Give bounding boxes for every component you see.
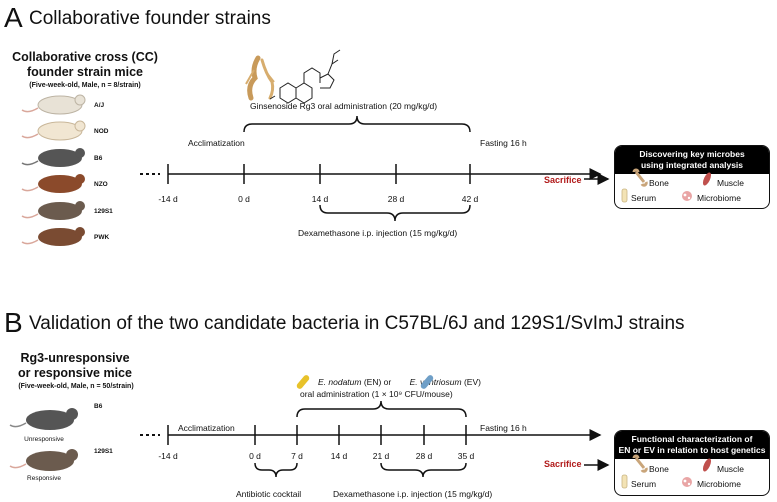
panel-b-tick-28: 28 d: [415, 451, 433, 461]
en-bacteria-icon: [296, 375, 310, 389]
panel-a-outcome-head: Discovering key microbes using integrate…: [615, 146, 769, 174]
panel-b-tick-7: 7 d: [291, 451, 303, 461]
panel-a-injection: Dexamethasone i.p. injection (15 mg/kg/d…: [298, 228, 458, 238]
panel-a-treatment: Ginsenoside Rg3 oral administration (20 …: [250, 101, 438, 111]
panel-b-group-title: Rg3-unresponsive or responsive mice: [18, 351, 132, 380]
panel-a-group-title: Collaborative cross (CC) founder strain …: [12, 50, 158, 79]
mouse-label-nzo: NZO: [94, 181, 108, 188]
mouse-label-nod: NOD: [94, 128, 109, 135]
mouse-b6-icon: [21, 148, 85, 167]
mouse-129s1-icon: [21, 201, 85, 220]
panel-a-tick-14: 14 d: [311, 194, 329, 204]
panel-a-letter: A: [4, 2, 23, 33]
panel-b-injection: Dexamethasone i.p. injection (15 mg/kg/d…: [333, 489, 493, 499]
panel-b-tick-0: 0 d: [249, 451, 261, 461]
panel-b-outcome-box: Functional characterization of EN or EV …: [614, 430, 770, 496]
panel-a-timeline: [140, 115, 602, 222]
mouse-label-129s1: 129S1: [94, 208, 113, 215]
panel-a-title: Collaborative founder strains: [29, 8, 271, 29]
panel-a-tick-42: 42 d: [461, 194, 479, 204]
mouse-nod-icon: [21, 120, 86, 141]
panel-b-muscle-label: Muscle: [717, 464, 744, 474]
panel-a-sacrifice: Sacrifice: [544, 175, 582, 185]
panel-b-fasting: Fasting 16 h: [480, 423, 527, 433]
panel-b-tick-35: 35 d: [457, 451, 475, 461]
panel-a-tick-0: 0 d: [238, 194, 250, 204]
panel-b-serum-label: Serum: [631, 479, 657, 489]
mouse-129s1-b-icon: [9, 449, 78, 471]
mouse-nzo-icon: [21, 174, 85, 193]
panel-b-timeline: [140, 400, 602, 478]
panel-a-fasting: Fasting 16 h: [480, 138, 527, 148]
mouse-label-b6: B6: [94, 155, 103, 162]
mouse-label-pwk: PWK: [94, 234, 110, 241]
ginseng-root-icon: [245, 55, 275, 101]
mouse-label-aj: A/J: [94, 102, 105, 109]
mouse-pwk-icon: [21, 227, 85, 246]
panel-b-bone-label: Bone: [649, 464, 669, 474]
panel-b-tick-21: 21 d: [372, 451, 390, 461]
panel-a-microbiome-label: Microbiome: [697, 193, 741, 203]
panel-b-treatment-line2: oral administration (1 × 10⁹ CFU/mouse): [300, 389, 453, 399]
panel-b-microbiome-label: Microbiome: [697, 479, 741, 489]
panel-b-letter: B: [4, 307, 23, 338]
en-abbr: (EN) or: [361, 377, 394, 387]
mouse-label-b6-b: B6: [94, 403, 103, 410]
mouse-caption-responsive: Responsive: [27, 475, 61, 482]
panel-a-muscle-label: Muscle: [717, 178, 744, 188]
panel-a-outcome-box: Discovering key microbes using integrate…: [614, 145, 770, 209]
panel-a-serum-label: Serum: [631, 193, 657, 203]
mouse-aj-icon: [21, 94, 86, 115]
panel-b-sacrifice: Sacrifice: [544, 459, 582, 469]
mouse-caption-unresponsive: Unresponsive: [24, 436, 64, 443]
panel-b-tick-14: 14 d: [330, 451, 348, 461]
panel-a-bone-label: Bone: [649, 178, 669, 188]
mice-group-a: [21, 94, 86, 246]
panel-b-acclimatization: Acclimatization: [178, 423, 235, 433]
panel-b-outcome-head: Functional characterization of EN or EV …: [615, 431, 769, 459]
en-name: E. nodatum: [318, 377, 362, 387]
panel-a-tick-28: 28 d: [387, 194, 405, 204]
panel-b-group-subtitle: (Five-week-old, Male, n = 50/strain): [18, 383, 134, 390]
mouse-b6-b-icon: [9, 408, 78, 430]
ev-name: E. ventriosum: [409, 377, 462, 387]
panel-a-group-subtitle: (Five-week-old, Male, n = 8/strain): [29, 82, 141, 89]
panel-b-tick-m14: -14 d: [158, 451, 178, 461]
panel-b-antibiotic: Antibiotic cocktail: [236, 489, 302, 499]
panel-b-title: Validation of the two candidate bacteria…: [29, 313, 685, 334]
panel-a-acclimatization: Acclimatization: [188, 138, 245, 148]
panel-a-tick-m14: -14 d: [158, 194, 178, 204]
mouse-label-129s1-b: 129S1: [94, 448, 113, 455]
ginsenoside-molecule-icon: [269, 49, 341, 104]
panel-b-treatment-line1: E. nodatum (EN) or E. ventriosum (EV): [318, 377, 481, 387]
ev-abbr: (EV): [461, 377, 481, 387]
